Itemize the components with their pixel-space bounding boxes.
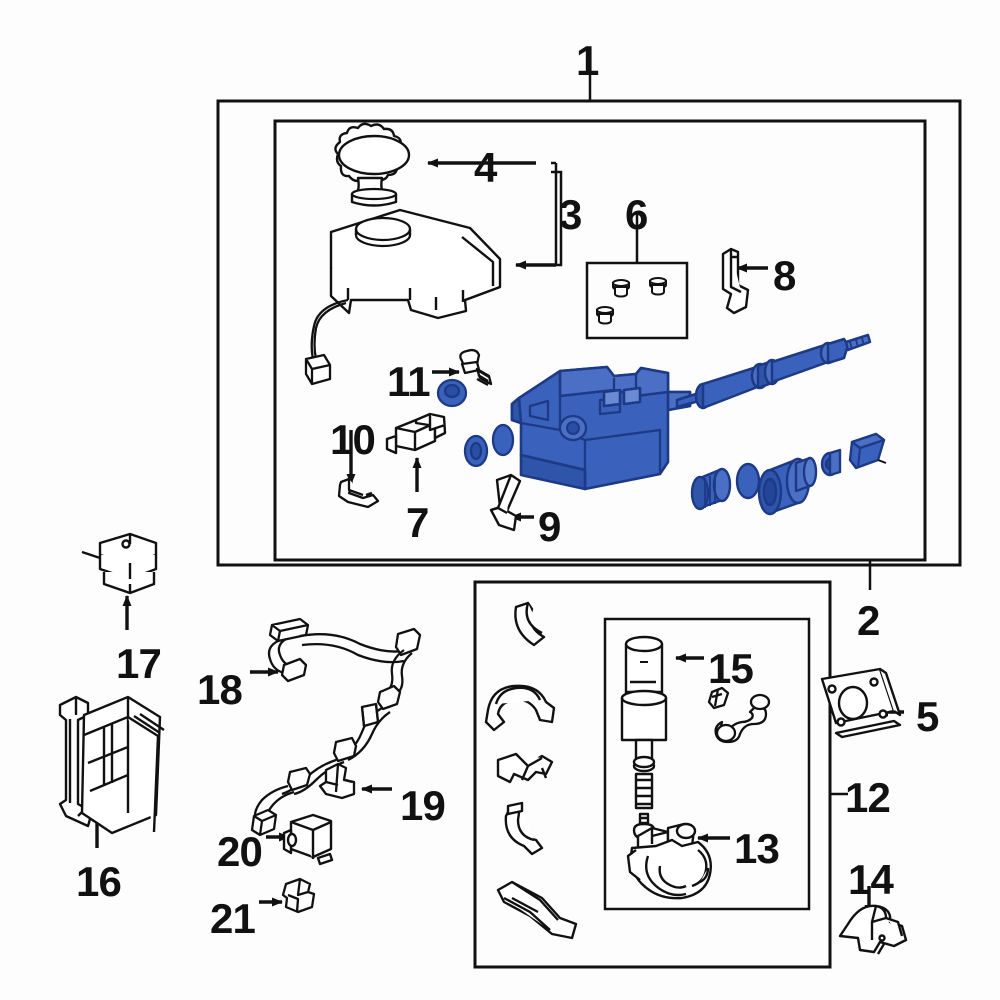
callout-17-relay: 17 <box>116 640 162 687</box>
part-flange-bolt-11 <box>459 348 493 387</box>
part-pump-13 <box>626 822 712 900</box>
part-wire-harness-18 <box>250 617 422 837</box>
callout-21-clip-small: 21 <box>210 895 256 942</box>
callout-14-bracket-lower: 14 <box>848 856 894 903</box>
part-connector-20 <box>282 813 334 866</box>
part-ecu-16 <box>58 695 165 835</box>
callout-1-assembly: 1 <box>576 37 599 84</box>
part-harness-clamp-19 <box>318 762 356 800</box>
callout-3-reservoir: 3 <box>559 191 582 238</box>
callout-7-pressure-switch: 7 <box>406 499 429 546</box>
part-brackets-misc <box>484 601 578 940</box>
callout-13-pump: 13 <box>734 825 780 872</box>
part-lower-bracket-14 <box>838 904 908 955</box>
part-pump-box-misc <box>707 686 771 744</box>
part-pressure-switch-7 <box>385 412 447 455</box>
callout-5-gasket-plate: 5 <box>916 693 939 740</box>
part-brake-fluid-reservoir <box>329 208 502 320</box>
callout-18-harness: 18 <box>197 666 243 713</box>
leader-3 <box>551 170 563 267</box>
part-retaining-clip-9 <box>489 473 522 532</box>
part-reservoir-level-sensor-lead <box>304 298 349 386</box>
part-seal-kit <box>690 432 887 516</box>
part-gasket-plate-5 <box>820 667 902 739</box>
leader-lines <box>551 62 872 796</box>
callout-16-ecu: 16 <box>76 858 122 905</box>
part-reservoir-cap <box>334 122 411 207</box>
leader-3-bracket <box>551 161 558 265</box>
part-piston-rod-assembly <box>675 333 872 410</box>
part-small-clip-21 <box>281 877 316 914</box>
callout-10-bracket-small: 10 <box>330 416 376 463</box>
callout-12-pump-group: 12 <box>845 774 891 821</box>
part-master-cylinder-body <box>510 365 692 491</box>
part-small-bracket-10 <box>337 477 380 509</box>
part-washer-11 <box>436 378 468 408</box>
part-o-rings <box>463 423 515 468</box>
part-relay-17 <box>81 532 158 595</box>
callout-20-connector: 20 <box>217 828 263 875</box>
callout-9-clip: 9 <box>538 503 561 550</box>
part-retaining-bracket-8 <box>721 247 750 315</box>
group-box-12 <box>473 580 832 969</box>
callout-19-clamp: 19 <box>400 782 446 829</box>
callout-6-grommets: 6 <box>625 191 648 238</box>
group-box-12-inner <box>603 617 811 911</box>
callout-15-motor: 15 <box>708 645 754 692</box>
callout-2-master-cylinder: 2 <box>857 597 880 644</box>
callout-11-bolt: 11 <box>387 358 431 405</box>
group-box-2 <box>273 119 927 562</box>
callout-8-bracket: 8 <box>773 252 796 299</box>
callout-4-reservoir-cap: 4 <box>474 144 497 191</box>
